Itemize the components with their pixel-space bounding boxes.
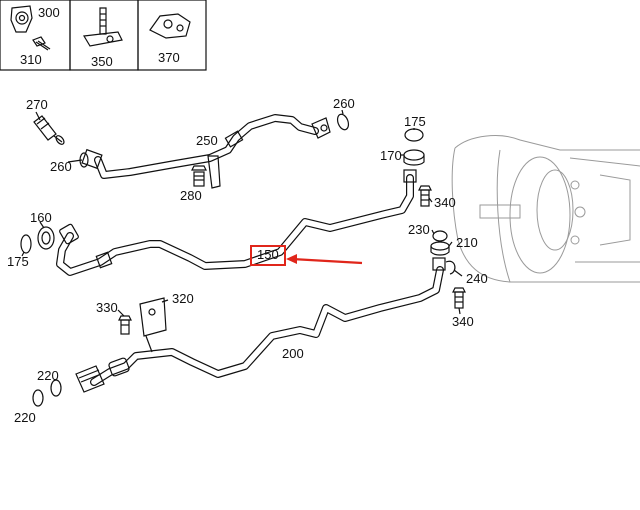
clip-240-icon: [445, 260, 456, 275]
label-300: 300: [38, 5, 60, 20]
oring-220-lower-icon: [32, 389, 44, 407]
callout-175-right: 175: [404, 114, 426, 129]
oring-260-right-icon: [336, 113, 350, 131]
callout-200: 200: [282, 346, 304, 361]
callout-280: 280: [180, 188, 202, 203]
legend-box-370: [137, 0, 207, 71]
pipe-200: [75, 257, 446, 393]
callout-340-lower: 340: [452, 314, 474, 329]
bracket-370-icon: [149, 13, 191, 39]
callout-260-right: 260: [333, 96, 355, 111]
label-370: 370: [158, 50, 180, 65]
callout-labels: 270 260 260 250 280 175 170 340 230 210 …: [7, 96, 488, 425]
callout-260-left: 260: [50, 159, 72, 174]
seal-160-icon: [37, 226, 55, 250]
highlight-arrow-line: [291, 257, 363, 265]
highlight-arrow-head: [286, 254, 297, 264]
callout-340-upper: 340: [434, 195, 456, 210]
callout-175-left: 175: [7, 254, 29, 269]
transmission-outline: [451, 135, 640, 283]
bolt-340-lower-icon: [452, 287, 466, 309]
callout-240: 240: [466, 271, 488, 286]
label-310: 310: [20, 52, 42, 67]
fitting-270-icon: [33, 115, 65, 145]
legend-row: 300 310 350 370: [0, 0, 207, 71]
bracket-320-icon: [139, 297, 167, 353]
callout-230: 230: [408, 222, 430, 237]
callout-220-lower: 220: [14, 410, 36, 425]
oring-175-right-icon: [404, 128, 424, 142]
callout-170: 170: [380, 148, 402, 163]
highlight-box: [250, 245, 286, 266]
oring-230-icon: [432, 230, 448, 242]
clamp-300-icon: [10, 5, 33, 33]
pipe-250: [81, 114, 331, 189]
callout-210: 210: [456, 235, 478, 250]
seal-210-icon: [430, 241, 450, 256]
bolt-280-icon: [191, 165, 207, 187]
callout-220-upper: 220: [37, 368, 59, 383]
callout-330: 330: [96, 300, 118, 315]
fitting-350-icon: [83, 7, 123, 47]
seal-170-icon: [403, 149, 425, 166]
bolt-310-icon: [32, 36, 51, 51]
bolt-330-icon: [118, 315, 132, 335]
callout-150: 150: [257, 247, 279, 262]
callout-250: 250: [196, 133, 218, 148]
highlight-150: [250, 245, 363, 266]
callout-160: 160: [30, 210, 52, 225]
bolt-340-upper-icon: [418, 185, 432, 207]
callout-320: 320: [172, 291, 194, 306]
callout-270: 270: [26, 97, 48, 112]
leader-lines: [21, 109, 463, 381]
pipe-150: [56, 169, 417, 276]
label-350: 350: [91, 54, 113, 69]
oring-175-left-icon: [20, 234, 32, 254]
